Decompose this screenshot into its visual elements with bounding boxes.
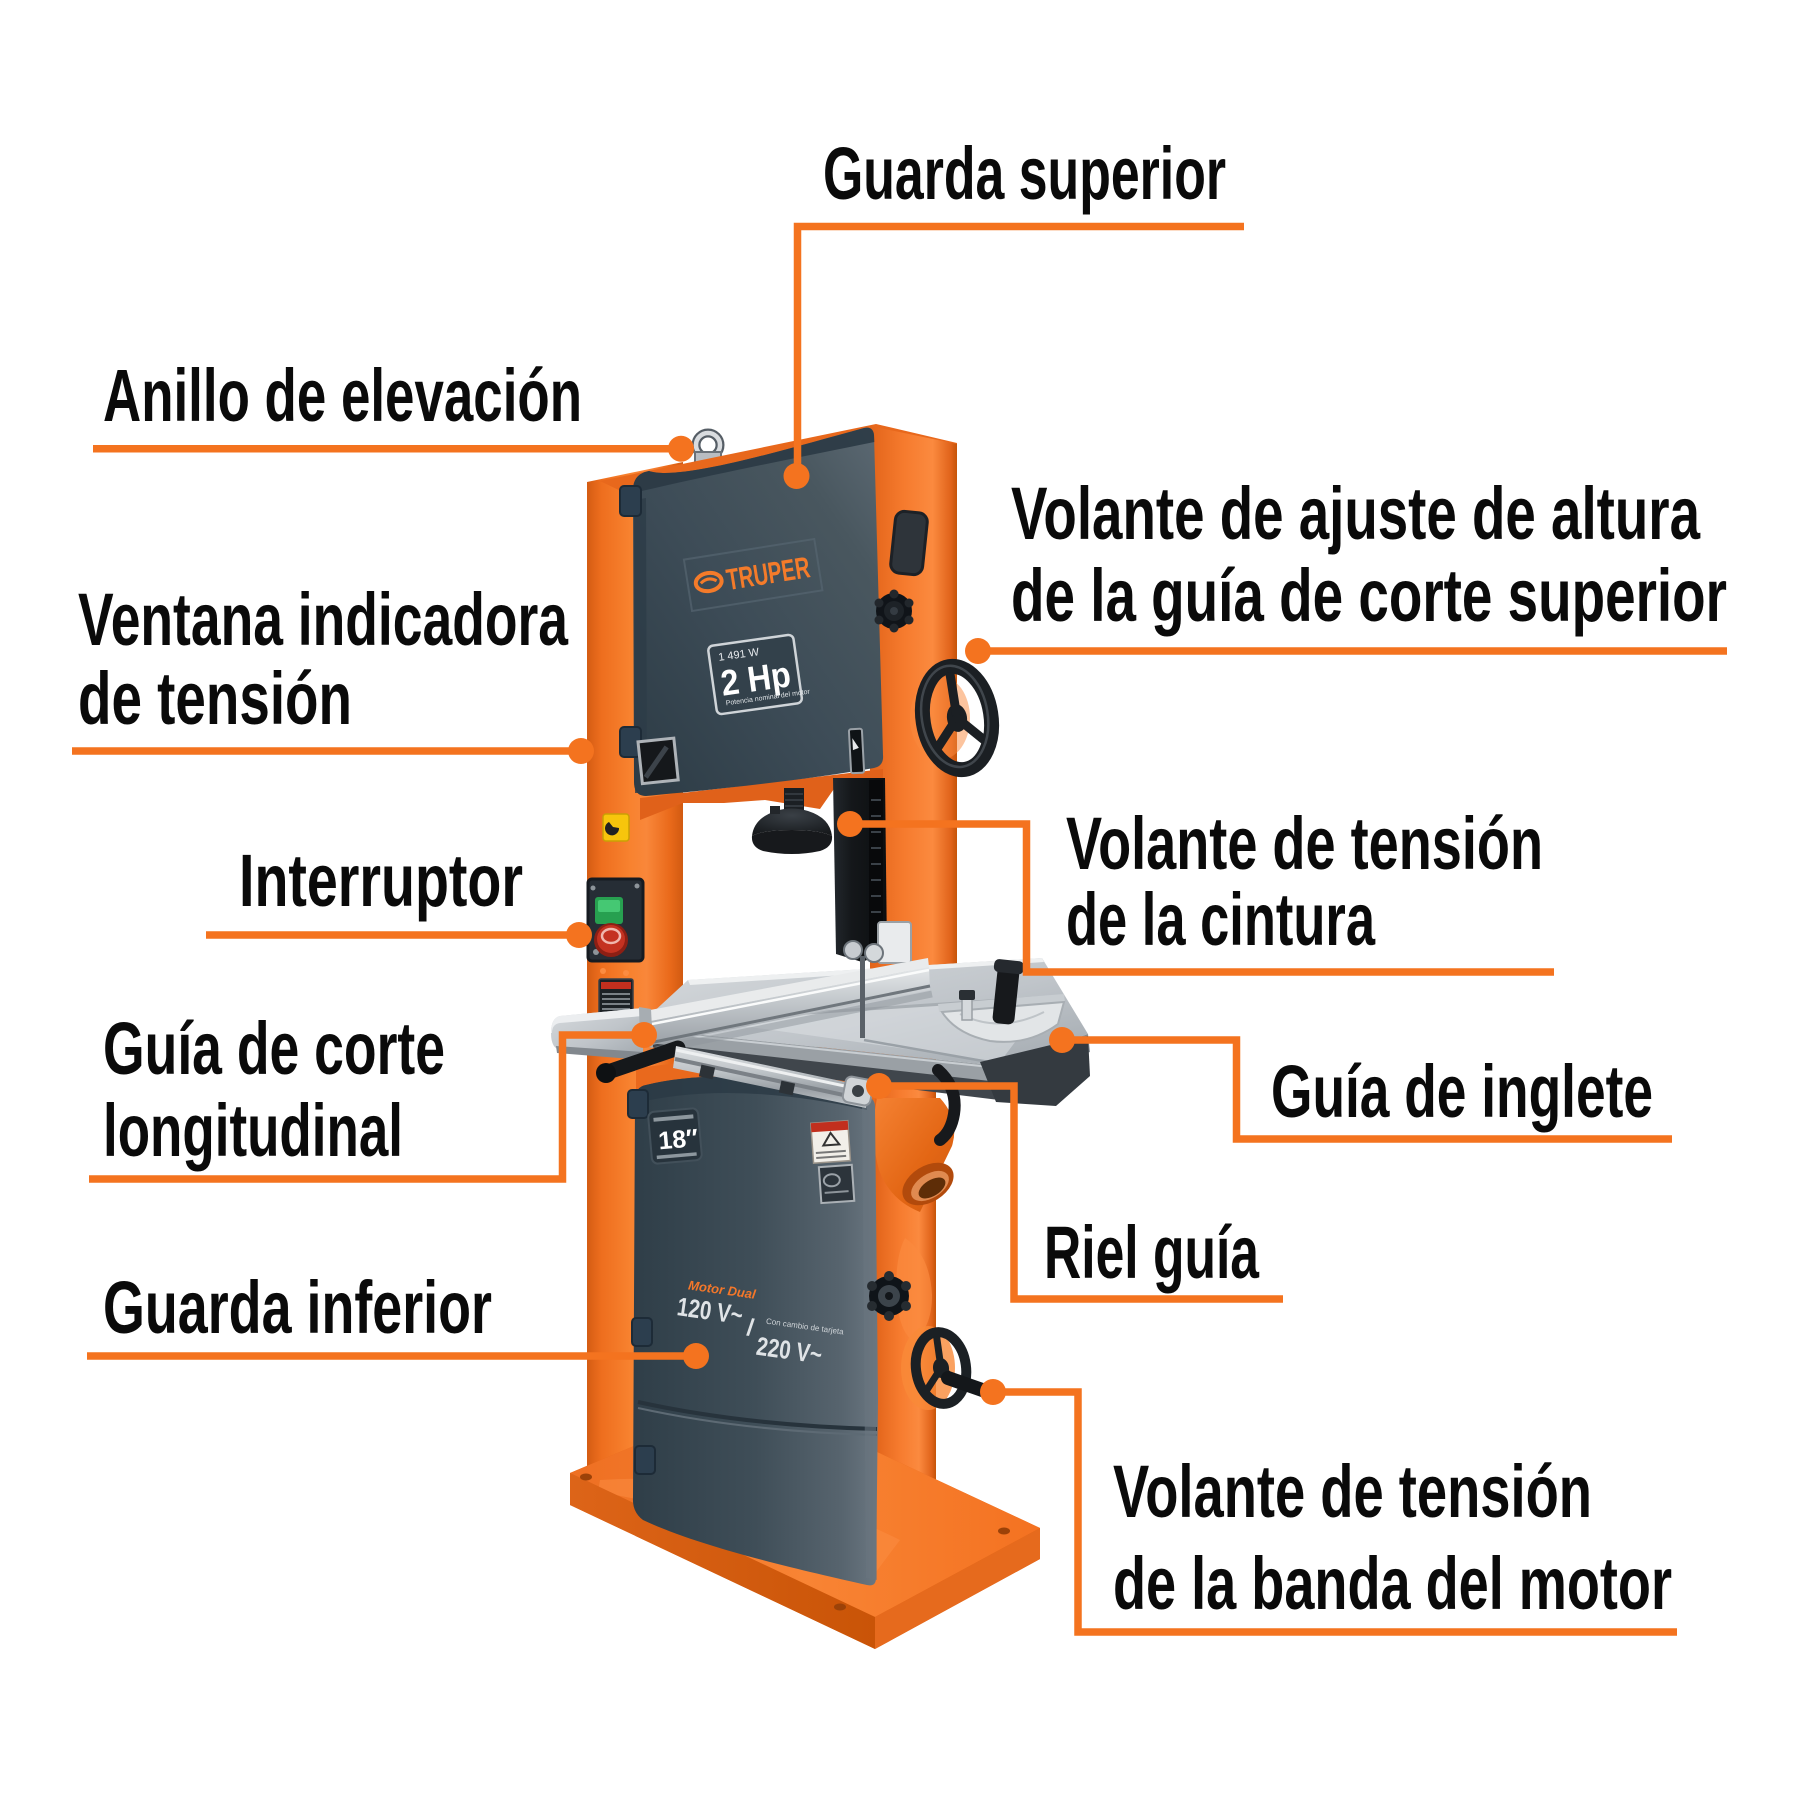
svg-text:Guía de corte: Guía de corte (103, 1007, 445, 1090)
svg-text:2 Hp: 2 Hp (718, 653, 793, 703)
svg-text:Anillo de elevación: Anillo de elevación (103, 354, 582, 437)
svg-text:Riel guía: Riel guía (1044, 1211, 1260, 1294)
svg-text:de la guía de corte superior: de la guía de corte superior (1011, 554, 1727, 637)
svg-text:18″: 18″ (657, 1124, 699, 1155)
svg-text:Guarda inferior: Guarda inferior (103, 1266, 492, 1349)
svg-text:Guía de inglete: Guía de inglete (1271, 1050, 1653, 1133)
svg-text:/: / (745, 1314, 756, 1342)
svg-text:Volante de tensión: Volante de tensión (1066, 802, 1543, 885)
svg-text:Ventana indicadora: Ventana indicadora (78, 578, 569, 661)
svg-text:Volante de ajuste de altura: Volante de ajuste de altura (1011, 472, 1701, 555)
svg-text:de la banda del motor: de la banda del motor (1113, 1542, 1672, 1625)
svg-text:de la cintura: de la cintura (1066, 878, 1376, 961)
svg-text:Volante de tensión: Volante de tensión (1113, 1450, 1592, 1533)
svg-text:de tensión: de tensión (78, 657, 352, 740)
svg-text:1 491 W: 1 491 W (718, 646, 761, 664)
svg-text:Guarda superior: Guarda superior (823, 132, 1226, 215)
svg-text:longitudinal: longitudinal (103, 1089, 403, 1172)
svg-text:Interruptor: Interruptor (239, 839, 523, 922)
